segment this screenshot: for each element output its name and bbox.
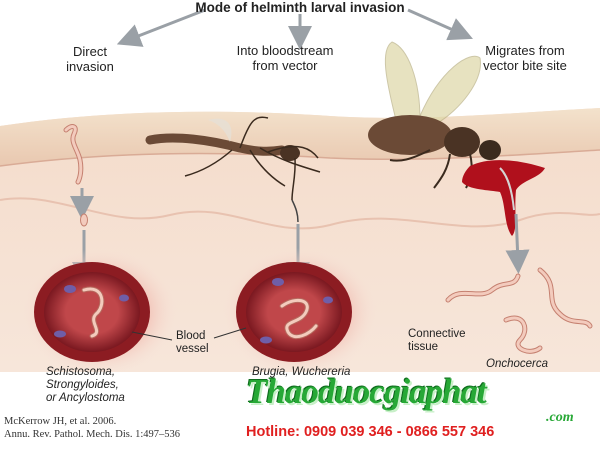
species-ancylostoma: or Ancylostoma [46,391,125,404]
label-connective-line-1: Connective [408,328,466,340]
label-species-tissue: Onchocerca [486,358,549,370]
label-blood-line-2: vessel [176,342,209,355]
species-schistosoma: Schistosoma, [46,366,116,378]
label-migrates-line-2: vector bite site [483,57,567,73]
watermark-domain: .com [546,410,574,425]
label-blood-vessel: Blood vessel [176,330,236,356]
species-strongyloides: Strongyloides, [46,378,119,391]
blood-vessel-middle [222,248,378,376]
citation: McKerrow JH, et al. 2006. Annu. Rev. Pat… [4,415,180,441]
onchocerca-worms [445,267,593,354]
label-migrates-line-1: Migrates from [485,43,565,58]
blackfly-vector [368,41,501,189]
title-arrows [116,8,473,50]
label-into-bloodstream: Into bloodstream from vector [200,43,370,73]
citation-line-1: McKerrow JH, et al. 2006. [4,416,117,427]
citation-line-2: Annu. Rev. Pathol. Mech. Dis. 1:497–536 [4,429,181,441]
blood-vessel-pointers [131,327,247,341]
label-blood-line-1: Blood [176,330,206,342]
label-direct-line-2: invasion [66,58,114,74]
watermark-logo: Thaoduocgiaphat [246,372,487,411]
blood-pool [462,160,545,274]
label-direct-line-1: Direct [73,44,107,59]
label-connective-line-2: tissue [408,340,439,353]
direct-larva [63,124,96,286]
blood-vessel-left [22,248,178,376]
label-species-blood: Brugia, Wuchereria [252,366,351,378]
label-species-direct: Schistosoma, Strongyloides, or Ancylosto… [46,366,196,405]
watermark-hotline: Hotline: 0909 039 346 - 0866 557 346 [246,424,495,440]
label-connective-tissue: Connective tissue [408,328,498,354]
label-bloodstream-line-1: Into bloodstream [236,43,334,58]
label-bloodstream-line-2: from vector [252,57,318,73]
label-migrates-from-bite: Migrates from vector bite site [450,43,600,73]
label-direct-invasion: Direct invasion [20,44,160,74]
diagram-title: Mode of helminth larval invasion [195,0,405,15]
